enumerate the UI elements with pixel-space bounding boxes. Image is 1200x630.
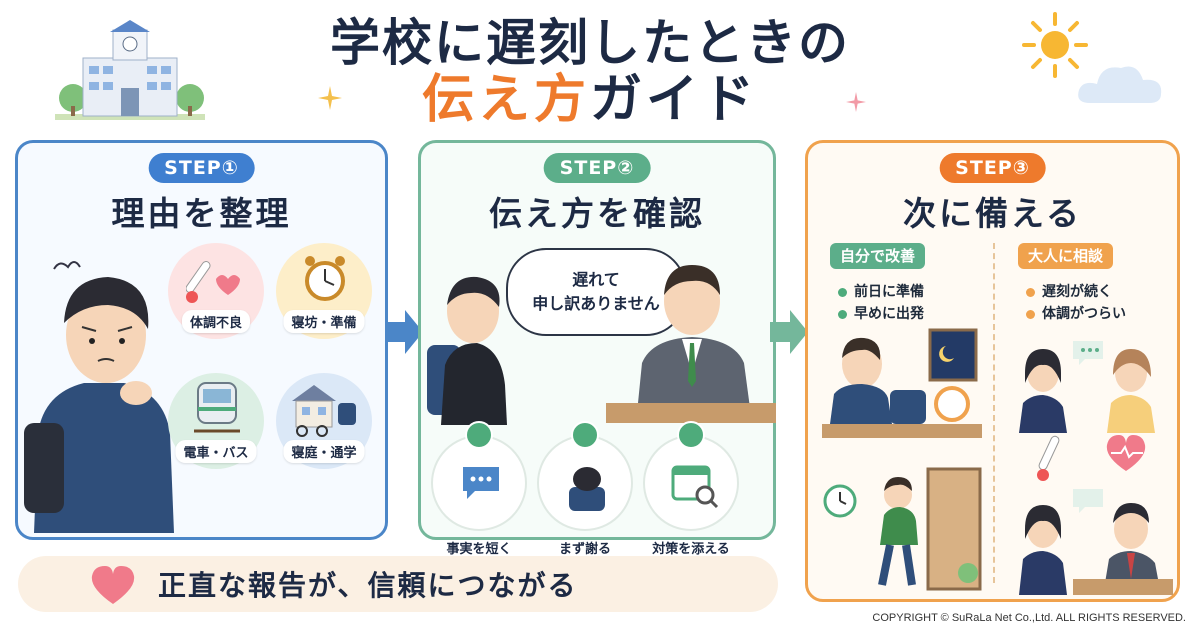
alarm-clock-icon bbox=[305, 256, 345, 301]
chat-icon bbox=[463, 467, 499, 499]
sparkle-icon bbox=[318, 86, 342, 110]
reason-label: 体調不良 bbox=[181, 310, 251, 333]
reason-label: 電車・バス bbox=[175, 440, 257, 463]
list-item: 体調がつらい bbox=[1026, 303, 1126, 325]
heart-icon bbox=[91, 566, 135, 604]
footer-message-band: 正直な報告が、信頼につながる bbox=[18, 556, 778, 612]
step3-title: 次に備える bbox=[902, 194, 1082, 233]
check-icon bbox=[571, 421, 599, 449]
tip-label: 対策を添える bbox=[652, 542, 730, 557]
consult-adult-heading: 大人に相談 bbox=[1018, 243, 1114, 269]
bowing-student-icon bbox=[569, 467, 605, 511]
worried-student-illustration bbox=[24, 261, 174, 533]
copyright-text: COPYRIGHT © SuRaLa Net Co.,Ltd. ALL RIGH… bbox=[872, 612, 1186, 624]
thermometer-icon bbox=[1037, 435, 1060, 481]
check-icon bbox=[677, 421, 705, 449]
consult-teacher-illustration bbox=[1019, 489, 1173, 595]
consult-adult-list: 遅刻が続く 体調がつらい bbox=[1026, 281, 1126, 325]
list-item: 早めに出発 bbox=[838, 303, 924, 325]
tip-label: まず謝る bbox=[558, 542, 612, 557]
self-improve-list: 前日に準備 早めに出発 bbox=[838, 281, 924, 325]
check-icon bbox=[465, 421, 493, 449]
house-icon bbox=[292, 385, 356, 437]
reason-label: 寝坊・準備 bbox=[283, 310, 365, 333]
heart-icon bbox=[1106, 435, 1146, 471]
step3-badge: STEP③ bbox=[939, 153, 1046, 183]
reason-label: 寝庭・通学 bbox=[283, 440, 365, 463]
tip-apologize: まず謝る bbox=[537, 421, 633, 557]
page-title: 学校に遅刻したときの bbox=[330, 14, 850, 72]
sparkle-icon bbox=[846, 92, 866, 112]
train-icon bbox=[194, 382, 240, 433]
preparing-bag-illustration bbox=[822, 328, 982, 438]
leaving-home-illustration bbox=[878, 467, 982, 591]
apology-speech-bubble: 遅れて 申し訳ありません bbox=[506, 248, 686, 336]
title-highlight: 伝え方 bbox=[421, 70, 590, 130]
section-divider bbox=[993, 243, 995, 583]
consult-parent-illustration bbox=[1019, 341, 1155, 433]
thermometer-icon bbox=[186, 261, 240, 303]
arrow-right-icon bbox=[770, 310, 808, 354]
teacher-illustration bbox=[606, 265, 776, 423]
clock-icon bbox=[823, 484, 857, 518]
step2-badge: STEP② bbox=[543, 153, 651, 183]
school-building-icon bbox=[55, 20, 205, 120]
speech-line: 申し訳ありません bbox=[532, 294, 660, 313]
reason-home: 寝庭・通学 bbox=[276, 373, 372, 469]
tip-brief-facts: 事実を短く bbox=[431, 421, 527, 557]
page-subtitle: 伝え方ガイド bbox=[230, 70, 950, 130]
calendar-icon bbox=[671, 465, 719, 509]
student-illustration bbox=[427, 276, 507, 425]
arrow-right-icon bbox=[385, 310, 423, 354]
reason-oversleep: 寝坊・準備 bbox=[276, 243, 372, 339]
footer-message: 正直な報告が、信頼につながる bbox=[158, 569, 578, 602]
step1-card: STEP① 理由を整理 体調不良 寝坊・準備 bbox=[15, 140, 388, 540]
tip-label: 事実を短く bbox=[446, 542, 512, 557]
speech-line: 遅れて bbox=[572, 270, 620, 289]
step1-title: 理由を整理 bbox=[111, 194, 292, 233]
step2-card: STEP② 伝え方を確認 遅れて 申し訳ありません 事実を短く まず謝る bbox=[418, 140, 776, 557]
step1-badge: STEP① bbox=[148, 153, 255, 183]
title-rest: ガイド bbox=[590, 70, 759, 130]
cloud-icon bbox=[1078, 66, 1162, 103]
step3-card: STEP③ 次に備える 自分で改善 前日に準備 早めに出発 大人に相談 遅刻が続… bbox=[805, 140, 1180, 602]
tip-add-countermeasure: 対策を添える bbox=[643, 421, 739, 557]
step2-title: 伝え方を確認 bbox=[489, 194, 705, 233]
reason-train: 電車・バス bbox=[168, 373, 264, 469]
list-item: 遅刻が続く bbox=[1026, 281, 1126, 303]
reason-illness: 体調不良 bbox=[168, 243, 264, 339]
list-item: 前日に準備 bbox=[838, 281, 924, 303]
sun-icon bbox=[1022, 12, 1088, 78]
self-improve-heading: 自分で改善 bbox=[830, 243, 926, 269]
